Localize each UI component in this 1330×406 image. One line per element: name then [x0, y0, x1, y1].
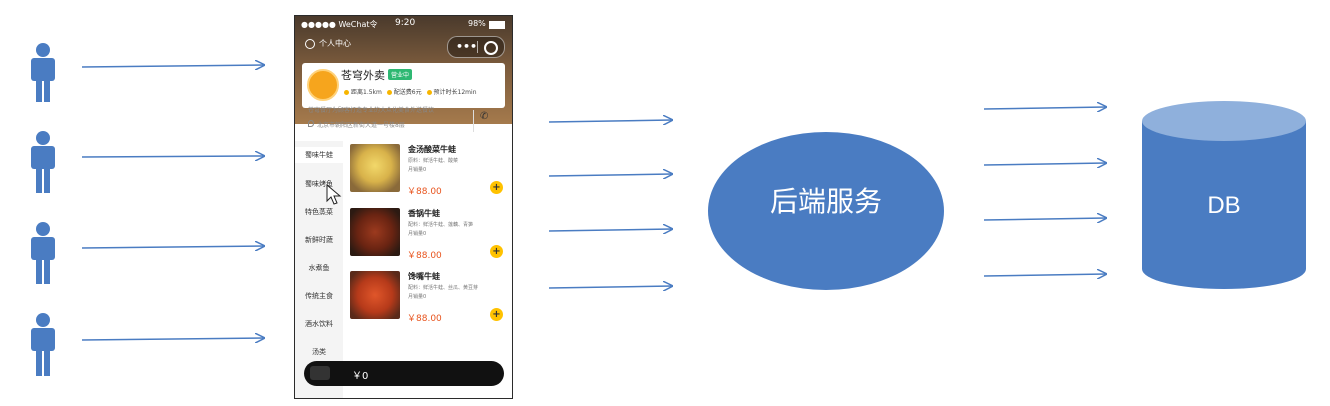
dish-name: 香锅牛蛙 — [408, 209, 440, 218]
category-item[interactable]: 特色蒸菜 — [305, 208, 333, 216]
dish-ingredients: 配料：鲜活牛蛙、莲藕、青笋 — [408, 222, 474, 228]
arrow-user1-to-app — [81, 65, 264, 67]
database-cylinder — [1142, 101, 1306, 289]
cart-bar[interactable]: ￥0 — [304, 361, 504, 386]
dish-name: 金汤酸菜牛蛙 — [408, 145, 456, 154]
status-time: 9:20 — [395, 18, 416, 28]
category-item[interactable]: 酒水饮料 — [305, 320, 333, 328]
database-label: DB — [1207, 192, 1241, 219]
mouse-cursor-icon — [326, 184, 342, 205]
dish-photo — [350, 271, 400, 319]
dish-photo — [350, 144, 400, 192]
cart-total: ￥0 — [352, 371, 369, 382]
dish-ingredients: 原料：鲜活牛蛙、酸菜 — [408, 158, 459, 164]
profile-link[interactable]: 个人中心 — [305, 38, 351, 49]
distance-icon — [344, 90, 349, 95]
category-item[interactable]: 蜀味牛蛙 — [295, 147, 343, 163]
arrow-service-to-db-1 — [983, 107, 1106, 109]
store-address: 北京市朝阳区新街大道一号楼8层 — [308, 120, 405, 129]
dish-price: ￥88.00 — [407, 251, 442, 261]
store-distance: 距离1.5km — [351, 89, 382, 96]
dish-card[interactable]: 香锅牛蛙 配料：鲜活牛蛙、莲藕、青笋月销量0 ￥88.00 + — [350, 208, 510, 264]
category-item[interactable]: 水煮鱼 — [308, 264, 330, 272]
more-icon[interactable]: ••• — [456, 40, 478, 53]
arrow-user2-to-app — [81, 156, 264, 157]
dish-photo — [350, 208, 400, 256]
user-2-icon — [31, 131, 55, 193]
mini-program-capsule[interactable]: ••• — [447, 36, 505, 58]
store-description: 苍穹餐厅为顾客打造专业的大众化美食外送餐饮 — [308, 107, 435, 114]
eta-icon — [426, 90, 432, 95]
arrow-service-to-db-4 — [983, 274, 1106, 276]
dish-card[interactable]: 馋嘴牛蛙 配料：鲜活牛蛙、丝瓜、黄豆芽月销量0 ￥88.00 + — [350, 271, 510, 327]
arrow-app-to-service-4 — [548, 286, 672, 288]
carrier-label: ●●●●● WeChat令 — [301, 20, 378, 29]
category-item[interactable]: 蜀味烤鱼 — [305, 180, 333, 188]
open-status-badge: 营业中 — [388, 69, 413, 80]
dish-monthly-sales: 月销量0 — [408, 231, 427, 237]
battery-icon — [489, 21, 505, 29]
dish-price: ￥88.00 — [407, 187, 442, 197]
category-item[interactable]: 新鲜时蔬 — [305, 236, 333, 244]
user-3-icon — [31, 222, 55, 284]
user-1-icon — [31, 43, 55, 102]
store-logo — [307, 69, 339, 101]
arrow-app-to-service-2 — [548, 174, 672, 176]
arrow-app-to-service-1 — [548, 120, 672, 122]
location-pin-icon — [308, 120, 314, 127]
arrow-user3-to-app — [81, 246, 264, 248]
close-target-icon[interactable] — [484, 41, 498, 55]
delivery-fee-icon — [386, 90, 392, 95]
dish-monthly-sales: 月销量0 — [408, 294, 427, 300]
add-to-cart-button[interactable]: + — [490, 181, 503, 194]
add-to-cart-button[interactable]: + — [490, 308, 503, 321]
backend-service-label: 后端服务 — [769, 185, 882, 218]
arrow-user4-to-app — [81, 338, 264, 340]
profile-label: 个人中心 — [319, 39, 351, 48]
call-divider — [473, 110, 474, 132]
store-card: 苍穹外卖 营业中 距离1.5km 配送费6元 预计时长12min — [302, 63, 505, 108]
category-item[interactable]: 传统主食 — [305, 292, 333, 300]
backend-service-node — [708, 132, 944, 290]
arrow-service-to-db-3 — [983, 218, 1106, 220]
user-icon — [305, 38, 315, 49]
dish-price: ￥88.00 — [407, 314, 442, 324]
store-meta: 距离1.5km 配送费6元 预计时长12min — [341, 87, 477, 96]
user-4-icon — [31, 313, 55, 376]
mini-program-screenshot: ●●●●● WeChat令 9:20 98% 个人中心 ••• 苍穹外卖 营业中… — [294, 15, 513, 399]
arrow-app-to-service-3 — [548, 229, 672, 231]
category-sidebar: 蜀味牛蛙 蜀味烤鱼 特色蒸菜 新鲜时蔬 水煮鱼 传统主食 酒水饮料 汤类 — [295, 141, 343, 398]
arrow-service-to-db-2 — [983, 163, 1106, 165]
dish-description: 配料：鲜活牛蛙、丝瓜、黄豆芽月销量0 — [408, 284, 508, 302]
status-bar: ●●●●● WeChat令 9:20 98% — [295, 16, 512, 32]
store-eta: 预计时长12min — [433, 89, 477, 96]
phone-call-icon[interactable]: ✆ — [480, 111, 489, 122]
dish-ingredients: 配料：鲜活牛蛙、丝瓜、黄豆芽 — [408, 285, 479, 291]
add-to-cart-button[interactable]: + — [490, 245, 503, 258]
battery-percent: 98% — [468, 19, 486, 28]
cart-icon[interactable] — [310, 366, 330, 380]
store-address-text: 北京市朝阳区新街大道一号楼8层 — [317, 122, 405, 129]
dish-name: 馋嘴牛蛙 — [408, 272, 440, 281]
dish-card[interactable]: 金汤酸菜牛蛙 原料：鲜活牛蛙、酸菜月销量0 ￥88.00 + — [350, 144, 510, 200]
store-delivery-fee: 配送费6元 — [393, 89, 422, 96]
category-item[interactable]: 汤类 — [312, 348, 326, 356]
dish-description: 原料：鲜活牛蛙、酸菜月销量0 — [408, 157, 508, 175]
dish-monthly-sales: 月销量0 — [408, 167, 427, 173]
dish-description: 配料：鲜活牛蛙、莲藕、青笋月销量0 — [408, 221, 508, 239]
capsule-divider — [477, 41, 478, 53]
store-name: 苍穹外卖 — [341, 69, 385, 82]
